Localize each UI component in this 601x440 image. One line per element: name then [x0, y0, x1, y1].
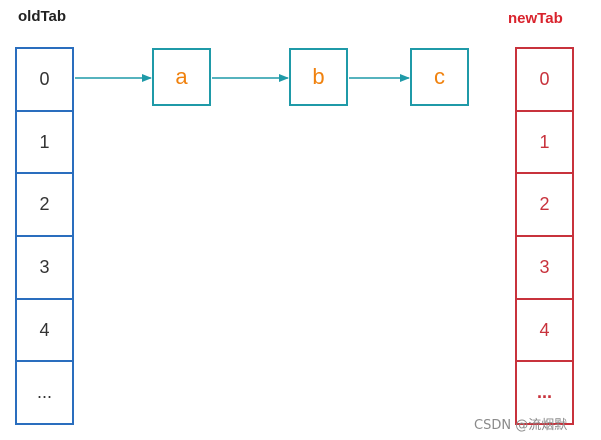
chain-node-c: c [410, 48, 469, 106]
chain-node-a: a [152, 48, 211, 106]
new-table-cell-1: 1 [517, 112, 572, 175]
new-table-cell-ellipsis: ... [536, 382, 552, 403]
old-table-cell-ellipsis: ... [36, 382, 52, 403]
old-table-cell-3: 3 [17, 237, 72, 300]
old-table-cell-0: 0 [17, 49, 72, 112]
new-table-cell-2: 2 [517, 174, 572, 238]
new-table-title: newTab [508, 10, 563, 27]
chain-node-b: b [289, 48, 348, 106]
old-table-title: oldTab [18, 8, 67, 25]
old-table-cell-2: 2 [17, 174, 72, 238]
new-table-cell-4: 4 [517, 300, 572, 363]
old-table-column: 0 1 2 3 4 ... [15, 47, 74, 425]
old-table-cell-1: 1 [17, 112, 72, 175]
watermark-label: CSDN @流烟默 [474, 418, 568, 433]
new-table-cell-3: 3 [517, 237, 572, 300]
new-table-cell-0: 0 [517, 49, 572, 112]
new-table-column: 0 1 2 3 4 ... [515, 47, 574, 425]
old-table-cell-4: 4 [17, 300, 72, 363]
